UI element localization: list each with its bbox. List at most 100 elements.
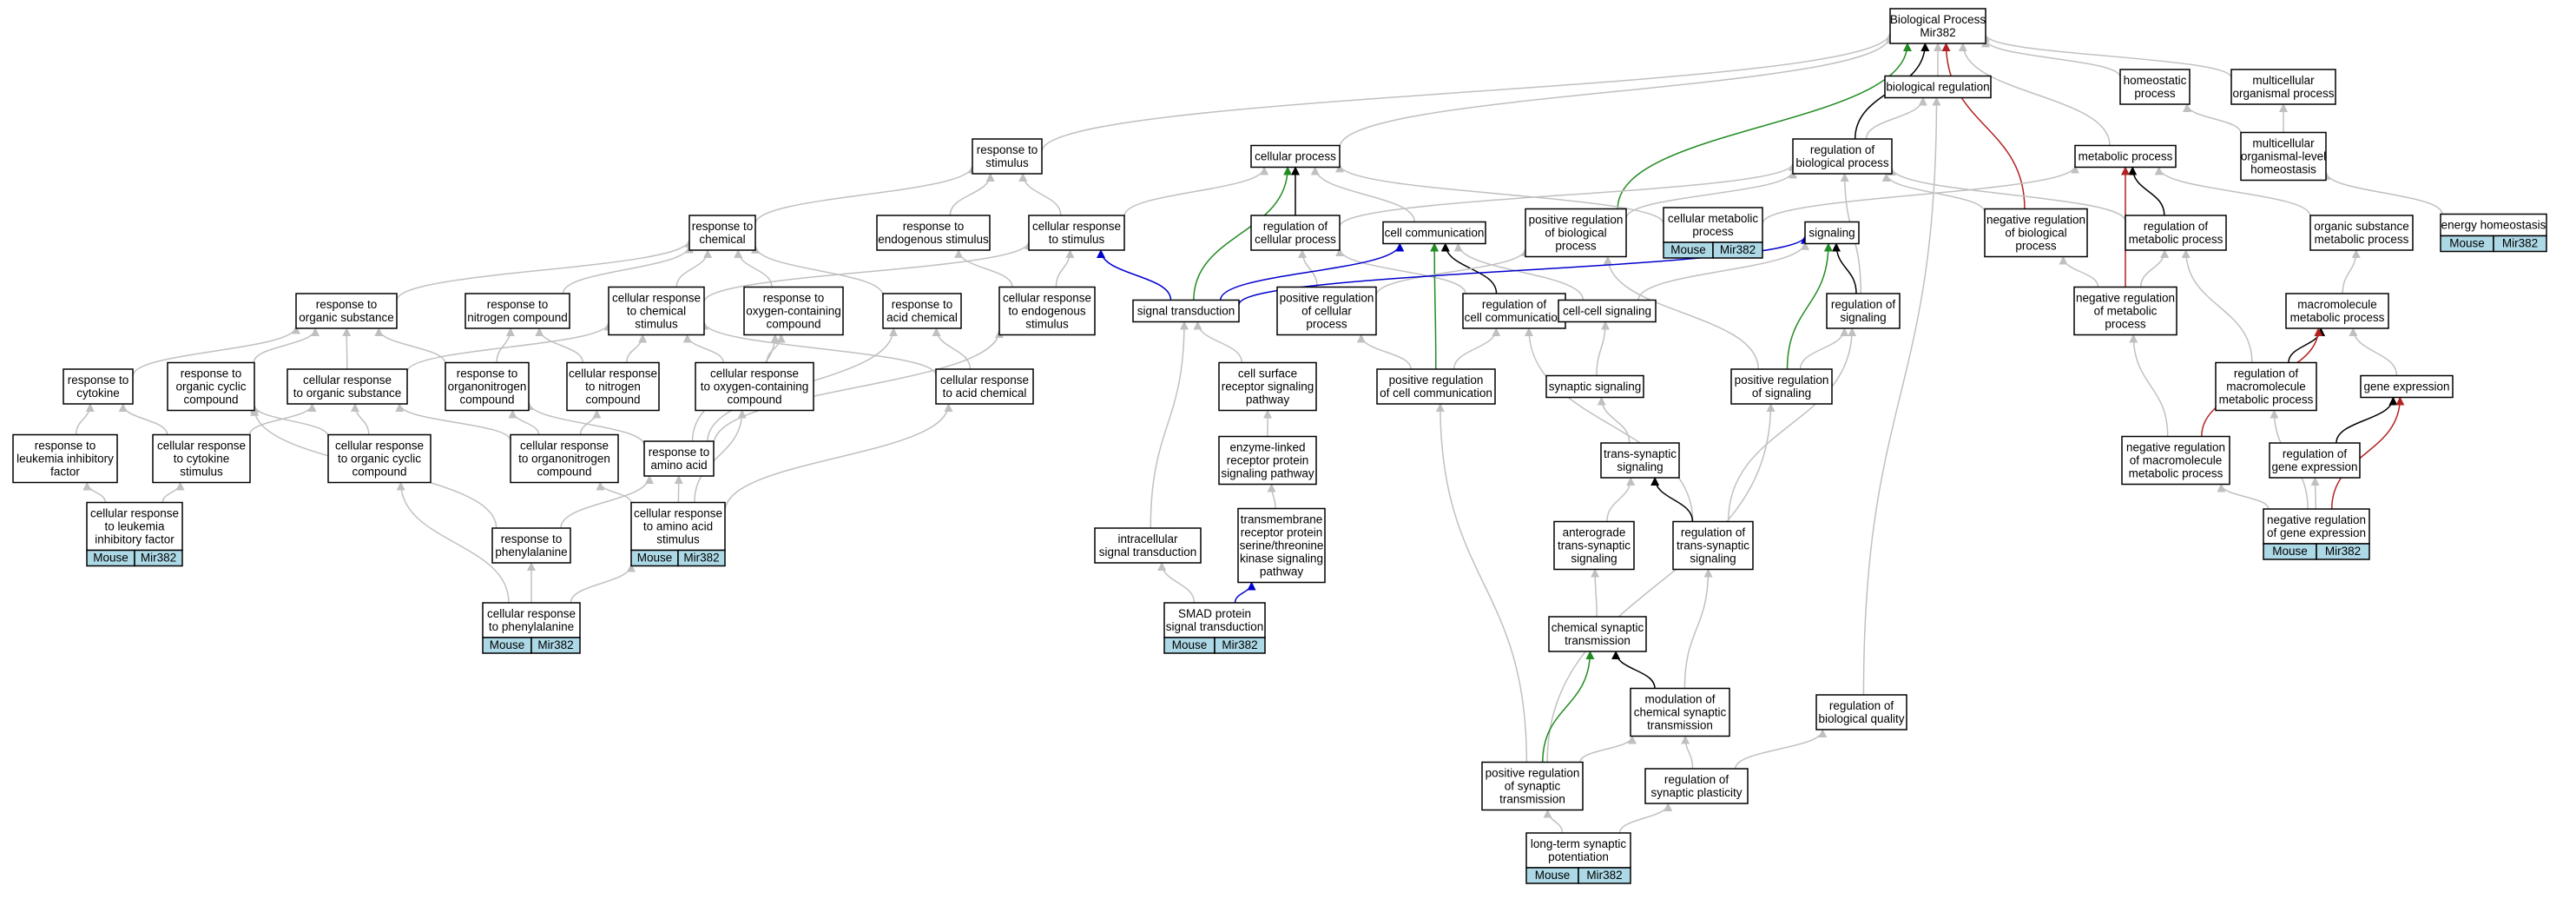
edge-response-to-cytokine-to-response-to-organic-substance bbox=[132, 325, 300, 377]
node-metabolic-process[interactable]: metabolic process bbox=[2074, 144, 2177, 169]
node-signal-transduction[interactable]: signal transduction bbox=[1132, 299, 1240, 323]
node-label-line: response to bbox=[457, 367, 518, 380]
node-cell-cell-signaling[interactable]: cell-cell signaling bbox=[1558, 299, 1657, 323]
node-signaling[interactable]: signaling bbox=[1804, 221, 1860, 245]
edge-synaptic-signaling-to-cell-cell-signaling bbox=[1596, 321, 1610, 376]
node-label-line: cell-cell signaling bbox=[1563, 305, 1651, 318]
node-biological-regulation[interactable]: biological regulation bbox=[1884, 75, 1992, 99]
edge-positive-regulation-of-cellular-process-to-positive-regulation-of-biological-process bbox=[1375, 248, 1530, 296]
node-label-line: Biological Process bbox=[1890, 13, 1986, 26]
node-box bbox=[2285, 293, 2389, 329]
node-box bbox=[882, 293, 962, 329]
node-label-line: macromolecule bbox=[2226, 380, 2306, 393]
node-box bbox=[2230, 69, 2336, 105]
edge-cellular-response-to-leukemia-inhibitory-factor-to-response-to-leukemia-inhibitory-factor bbox=[82, 481, 107, 503]
edge-response-to-phenylalanine-to-response-to-amino-acid bbox=[560, 475, 654, 529]
node-cellular-process[interactable]: cellular process bbox=[1250, 144, 1341, 169]
node-box bbox=[998, 286, 1096, 336]
edge-cellular-response-to-amino-acid-stimulus-to-cellular-response-to-oxygen-containing-compound bbox=[694, 409, 747, 503]
node-box bbox=[1132, 299, 1240, 323]
tag-label: Mir382 bbox=[141, 552, 176, 565]
edge-regulation-of-synaptic-plasticity-to-regulation-of-biological-quality bbox=[1734, 729, 1828, 770]
node-label-line: positive regulation bbox=[1735, 373, 1829, 387]
node-box bbox=[630, 501, 726, 552]
node-gene-expression[interactable]: gene expression bbox=[2360, 374, 2454, 399]
node-label-line: gene expression bbox=[2271, 460, 2357, 473]
node-label-line: of signaling bbox=[1752, 387, 1811, 400]
node-label-line: to nitrogen bbox=[585, 380, 641, 393]
edge-regulation-of-trans-synaptic-signaling-to-regulation-of-signaling bbox=[1727, 327, 1857, 522]
node-box bbox=[1250, 215, 1341, 251]
edge-cellular-response-to-endogenous-stimulus-to-response-to-endogenous-stimulus bbox=[954, 249, 1013, 288]
node-box bbox=[167, 361, 255, 412]
node-synaptic-signaling[interactable]: synaptic signaling bbox=[1545, 374, 1644, 399]
edge-response-to-nitrogen-compound-to-response-to-chemical bbox=[562, 244, 694, 294]
node-label-line: multicellular bbox=[2252, 74, 2315, 87]
node-cell-communication[interactable]: cell communication bbox=[1382, 221, 1486, 245]
